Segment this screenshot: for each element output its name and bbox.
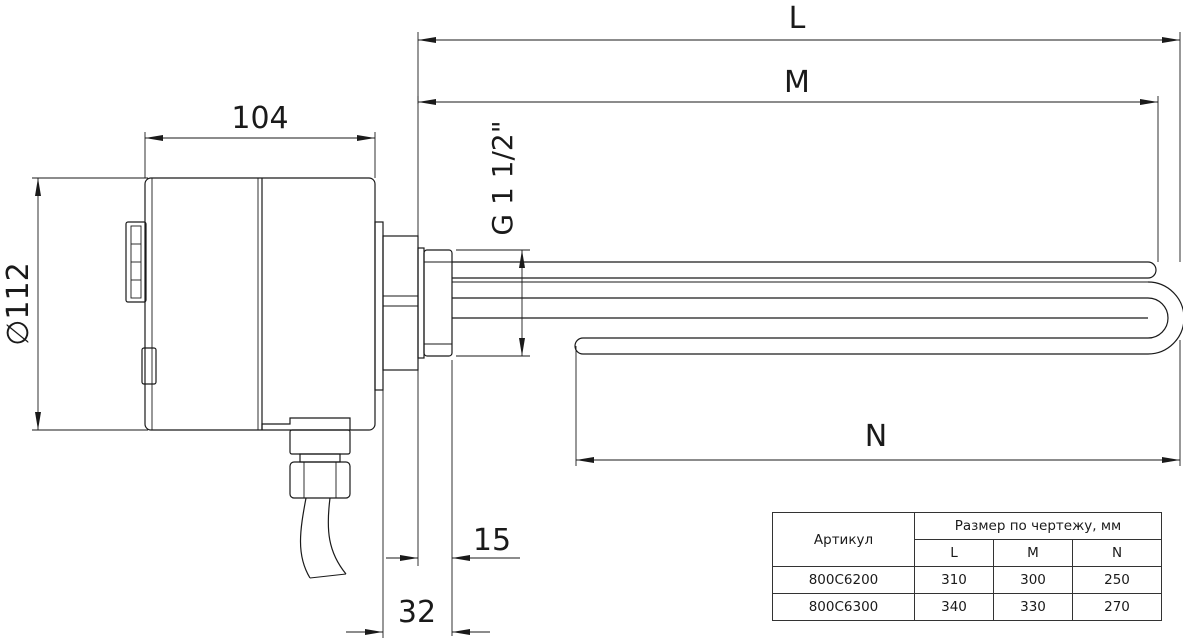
row-N: 270	[1072, 593, 1162, 621]
col-N: N	[1072, 539, 1162, 567]
row-N: 250	[1072, 566, 1162, 594]
label-L: L	[789, 1, 806, 36]
thread-fitting	[374, 221, 453, 391]
row-M: 300	[993, 566, 1073, 594]
label-15: 15	[473, 523, 511, 558]
dimension-104: 104	[144, 101, 376, 178]
label-N: N	[865, 419, 887, 454]
row-L: 340	[914, 593, 994, 621]
heating-element	[452, 261, 1183, 355]
cable-gland	[289, 429, 351, 579]
header-size: Размер по чертежу, мм	[914, 512, 1162, 540]
label-M: M	[784, 65, 810, 100]
spec-table: Артикул Размер по чертежу, мм L M N 800C…	[772, 512, 1162, 621]
table-row: 800C6300 340 330 270	[772, 593, 1162, 621]
dimension-thread: G 1 1/2"	[456, 120, 530, 357]
dimension-L: L	[417, 1, 1181, 262]
label-32: 32	[398, 595, 436, 630]
label-thread: G 1 1/2"	[486, 120, 519, 235]
label-104: 104	[231, 101, 288, 136]
dimension-32: 32	[346, 372, 490, 638]
row-article: 800C6300	[772, 593, 915, 621]
col-L: L	[914, 539, 994, 567]
dimension-15: 15	[386, 360, 520, 636]
col-M: M	[993, 539, 1073, 567]
row-article: 800C6200	[772, 566, 915, 594]
label-diameter-112: ∅112	[1, 262, 36, 345]
row-L: 310	[914, 566, 994, 594]
heater-housing	[125, 177, 376, 431]
row-M: 330	[993, 593, 1073, 621]
table-row: 800C6200 310 300 250	[772, 566, 1162, 594]
dimension-M: M	[417, 65, 1159, 262]
dimension-N: N	[575, 340, 1181, 466]
dimension-diameter-112: ∅112	[1, 177, 148, 431]
header-article: Артикул	[772, 512, 915, 567]
